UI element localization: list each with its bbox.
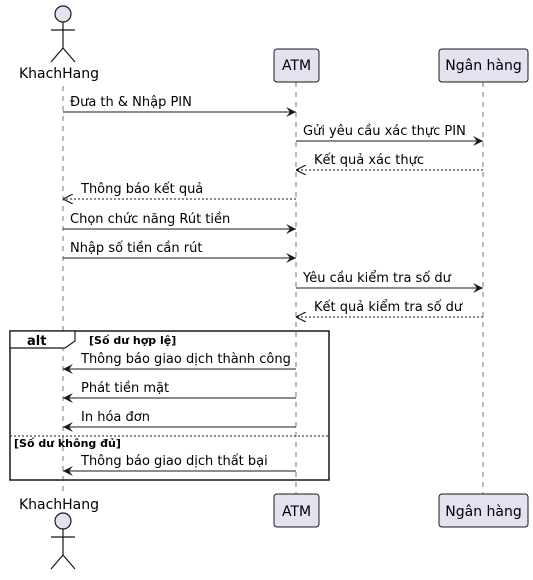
participant-atm-top-label: ATM: [282, 58, 311, 74]
alt-condition-1: [Số dư hợp lệ]: [89, 334, 176, 347]
alt-tag: alt: [27, 334, 46, 349]
message-label: Chọn chức năng Rút tiền: [70, 212, 230, 227]
message-label: Phát tiền mặt: [81, 381, 169, 396]
actor-khachhang-bottom: KhachHang: [19, 497, 99, 570]
participant-nganhang-top: Ngân hàng: [438, 48, 529, 83]
participant-nganhang-bottom: Ngân hàng: [438, 493, 529, 528]
message-10: Phát tiền mặt: [63, 381, 296, 403]
message-label: In hóa đơn: [81, 410, 150, 425]
message-label: Yêu cầu kiểm tra số dư: [302, 271, 452, 286]
message-11: In hóa đơn: [63, 410, 296, 432]
message-8: Kết quả kiểm tra số dư: [296, 300, 483, 317]
message-1: Đưa th & Nhập PIN: [63, 95, 296, 117]
participant-nganhang-bottom-label: Ngân hàng: [445, 504, 521, 520]
message-3: Kết quả xác thực: [296, 153, 483, 170]
message-9: Thông báo giao dịch thành công: [63, 352, 296, 374]
message-label: Đưa th & Nhập PIN: [70, 95, 192, 110]
actor-khachhang-bottom-label: KhachHang: [19, 497, 99, 513]
alt-fragment: alt [Số dư hợp lệ] [Số dư không đủ]: [9, 330, 330, 481]
message-2: Gửi yêu cầu xác thực PIN: [296, 124, 483, 146]
message-6: Nhập số tiền cần rút: [63, 241, 296, 263]
message-label: Thông báo giao dịch thất bại: [80, 454, 268, 469]
message-label: Thông báo giao dịch thành công: [80, 352, 291, 367]
message-label: Gửi yêu cầu xác thực PIN: [303, 124, 466, 139]
message-12: Thông báo giao dịch thất bại: [63, 454, 296, 476]
actor-khachhang-top: KhachHang: [19, 5, 99, 82]
participant-atm-top: ATM: [273, 48, 320, 83]
message-label: Thông báo kết quả: [80, 182, 203, 197]
message-7: Yêu cầu kiểm tra số dư: [296, 271, 483, 293]
participant-atm-bottom-label: ATM: [282, 504, 311, 520]
alt-condition-2: [Số dư không đủ]: [14, 437, 121, 450]
messages: Đưa th & Nhập PIN Gửi yêu cầu xác thực PI…: [63, 95, 483, 476]
message-label: Nhập số tiền cần rút: [70, 241, 202, 256]
message-label: Kết quả xác thực: [314, 153, 424, 168]
participant-atm-bottom: ATM: [273, 493, 320, 528]
actor-khachhang-top-label: KhachHang: [19, 66, 99, 82]
message-5: Chọn chức năng Rút tiền: [63, 212, 296, 234]
message-4: Thông báo kết quả: [63, 182, 296, 199]
message-label: Kết quả kiểm tra số dư: [314, 300, 463, 315]
participant-nganhang-top-label: Ngân hàng: [445, 58, 521, 74]
